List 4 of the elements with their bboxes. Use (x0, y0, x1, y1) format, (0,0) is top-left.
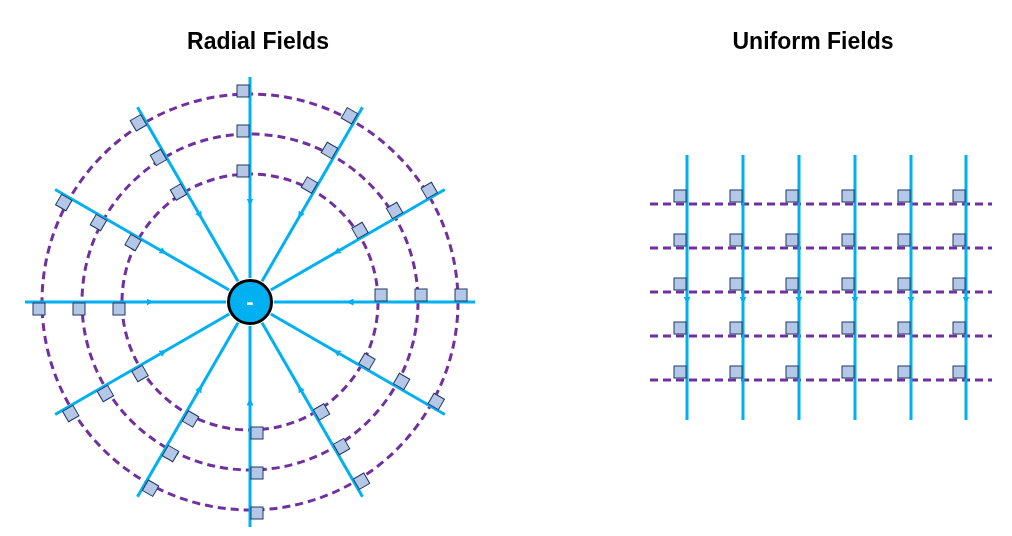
heading: Uniform Fields (732, 28, 894, 55)
negative-charge (227, 279, 273, 325)
charge-sign: - (246, 291, 254, 313)
heading: Radial Fields (187, 28, 329, 55)
